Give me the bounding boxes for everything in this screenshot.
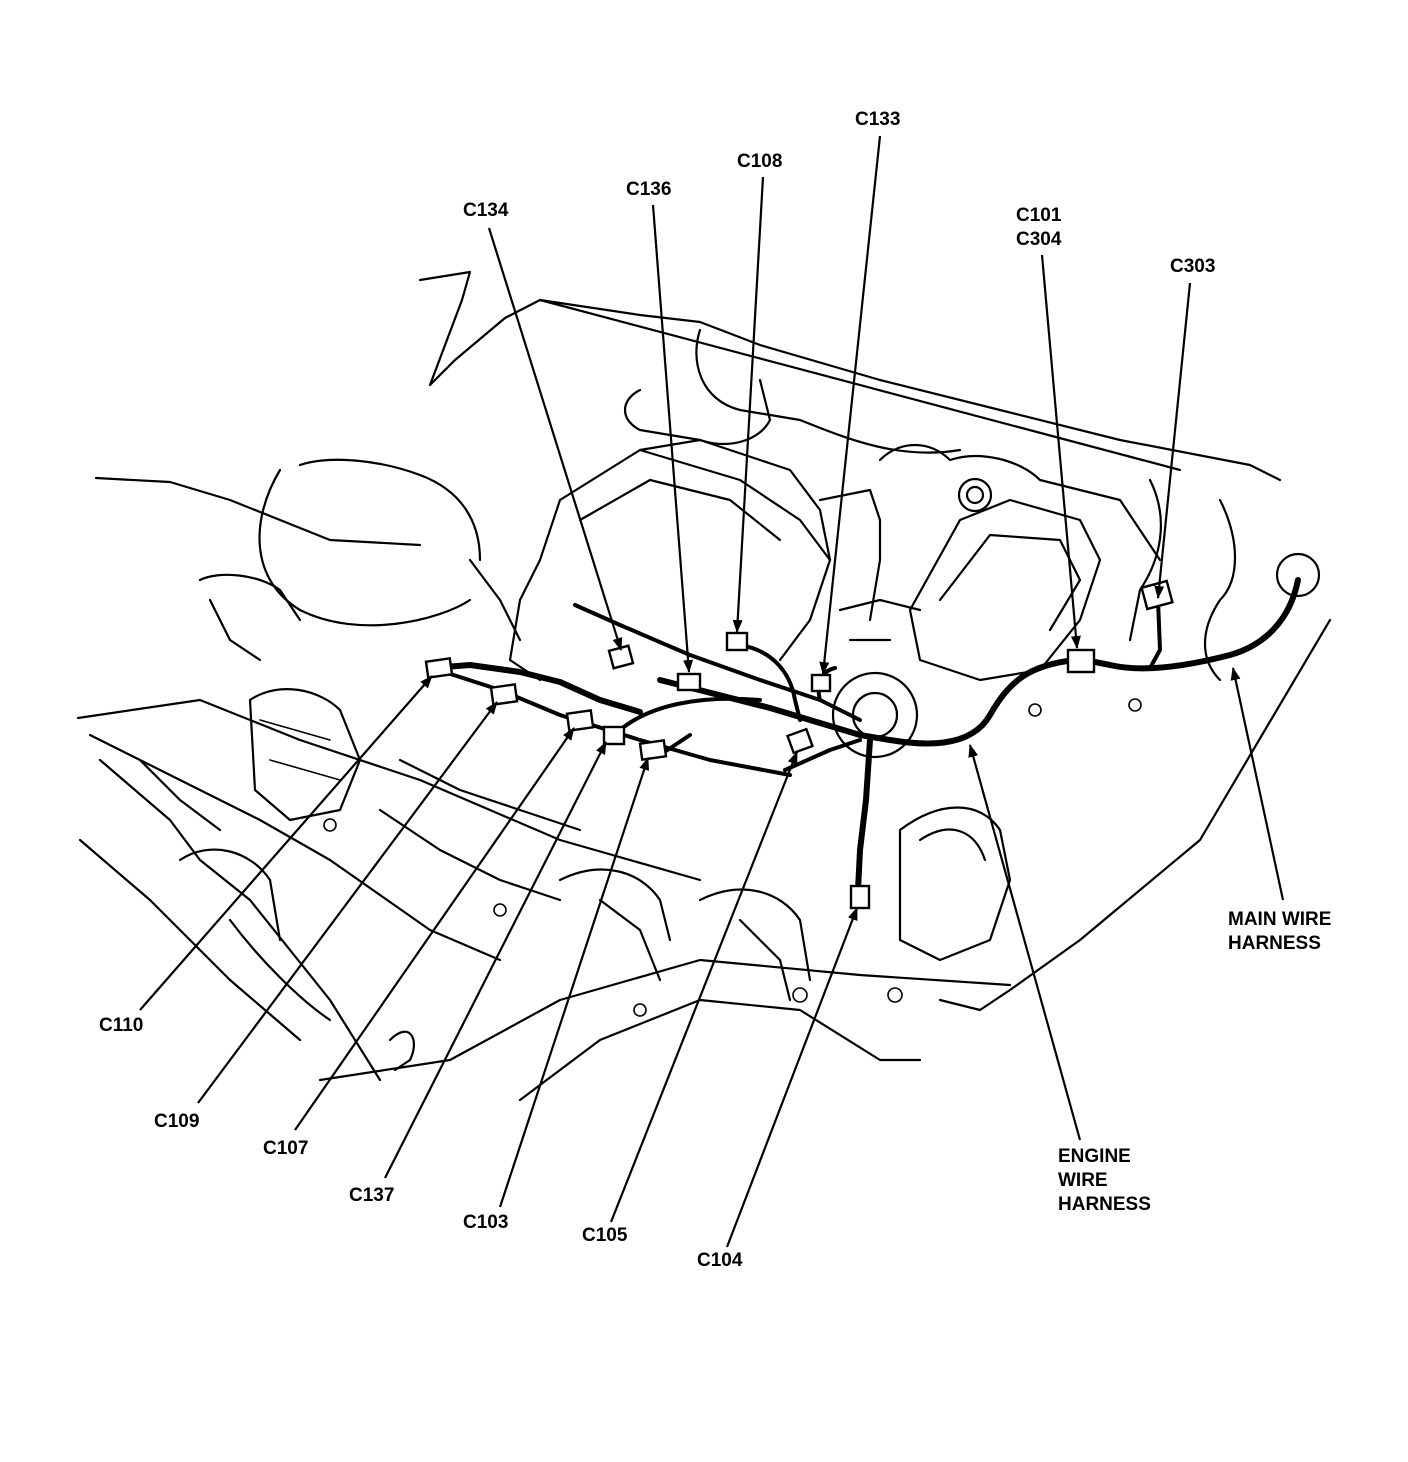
connector-c303	[1140, 579, 1174, 611]
label-engine-wire-harness: ENGINE WIRE HARNESS	[1058, 1146, 1151, 1215]
label-c108: C108	[737, 151, 783, 172]
leader-c108	[732, 176, 765, 633]
connector-c108	[725, 631, 749, 652]
leader-engine-wire-harness	[968, 744, 1082, 1141]
connector-c101-c304	[1066, 648, 1096, 674]
connector-c104	[849, 884, 871, 910]
connector-c103	[638, 739, 668, 761]
label-c104: C104	[697, 1250, 743, 1271]
leader-c303	[1154, 282, 1192, 599]
label-main-wire-harness: MAIN WIRE HARNESS	[1228, 909, 1332, 954]
leader-c101-c304	[1040, 254, 1081, 649]
leader-main-wire-harness	[1230, 667, 1285, 901]
leader-c133	[819, 135, 882, 675]
engine-outline	[76, 270, 1332, 1102]
label-c103: C103	[463, 1212, 509, 1233]
label-c134: C134	[463, 200, 509, 221]
connector-c110	[424, 657, 454, 679]
harness-grommet	[1275, 552, 1321, 598]
label-c303: C303	[1170, 256, 1216, 277]
label-c137: C137	[349, 1185, 395, 1206]
label-c110: C110	[99, 1015, 144, 1036]
leader-c109	[197, 701, 498, 1104]
label-c105: C105	[582, 1225, 628, 1246]
connector-c105	[785, 727, 815, 755]
connector-c107	[565, 709, 595, 732]
leader-c105	[609, 751, 799, 1223]
connector-c133	[810, 673, 832, 693]
leader-c136	[651, 204, 694, 673]
leader-c107	[294, 727, 575, 1131]
connector-c136	[676, 672, 702, 692]
engine-wire-harness-path	[429, 603, 1078, 893]
label-c101-c304: C101 C304	[1016, 205, 1062, 250]
label-c136: C136	[626, 179, 672, 200]
leader-c104	[725, 907, 859, 1248]
connectors	[424, 579, 1174, 910]
connector-c109	[489, 683, 519, 706]
connector-c137	[602, 725, 626, 746]
label-c107: C107	[263, 1138, 309, 1159]
label-c109: C109	[154, 1111, 200, 1132]
leader-c137	[384, 741, 607, 1179]
leader-lines	[139, 135, 1285, 1248]
leader-c103	[498, 757, 650, 1208]
leader-c134	[487, 227, 623, 651]
main-wire-harness-path	[1082, 552, 1321, 672]
label-c133: C133	[855, 109, 901, 130]
leader-c110	[139, 675, 433, 1011]
